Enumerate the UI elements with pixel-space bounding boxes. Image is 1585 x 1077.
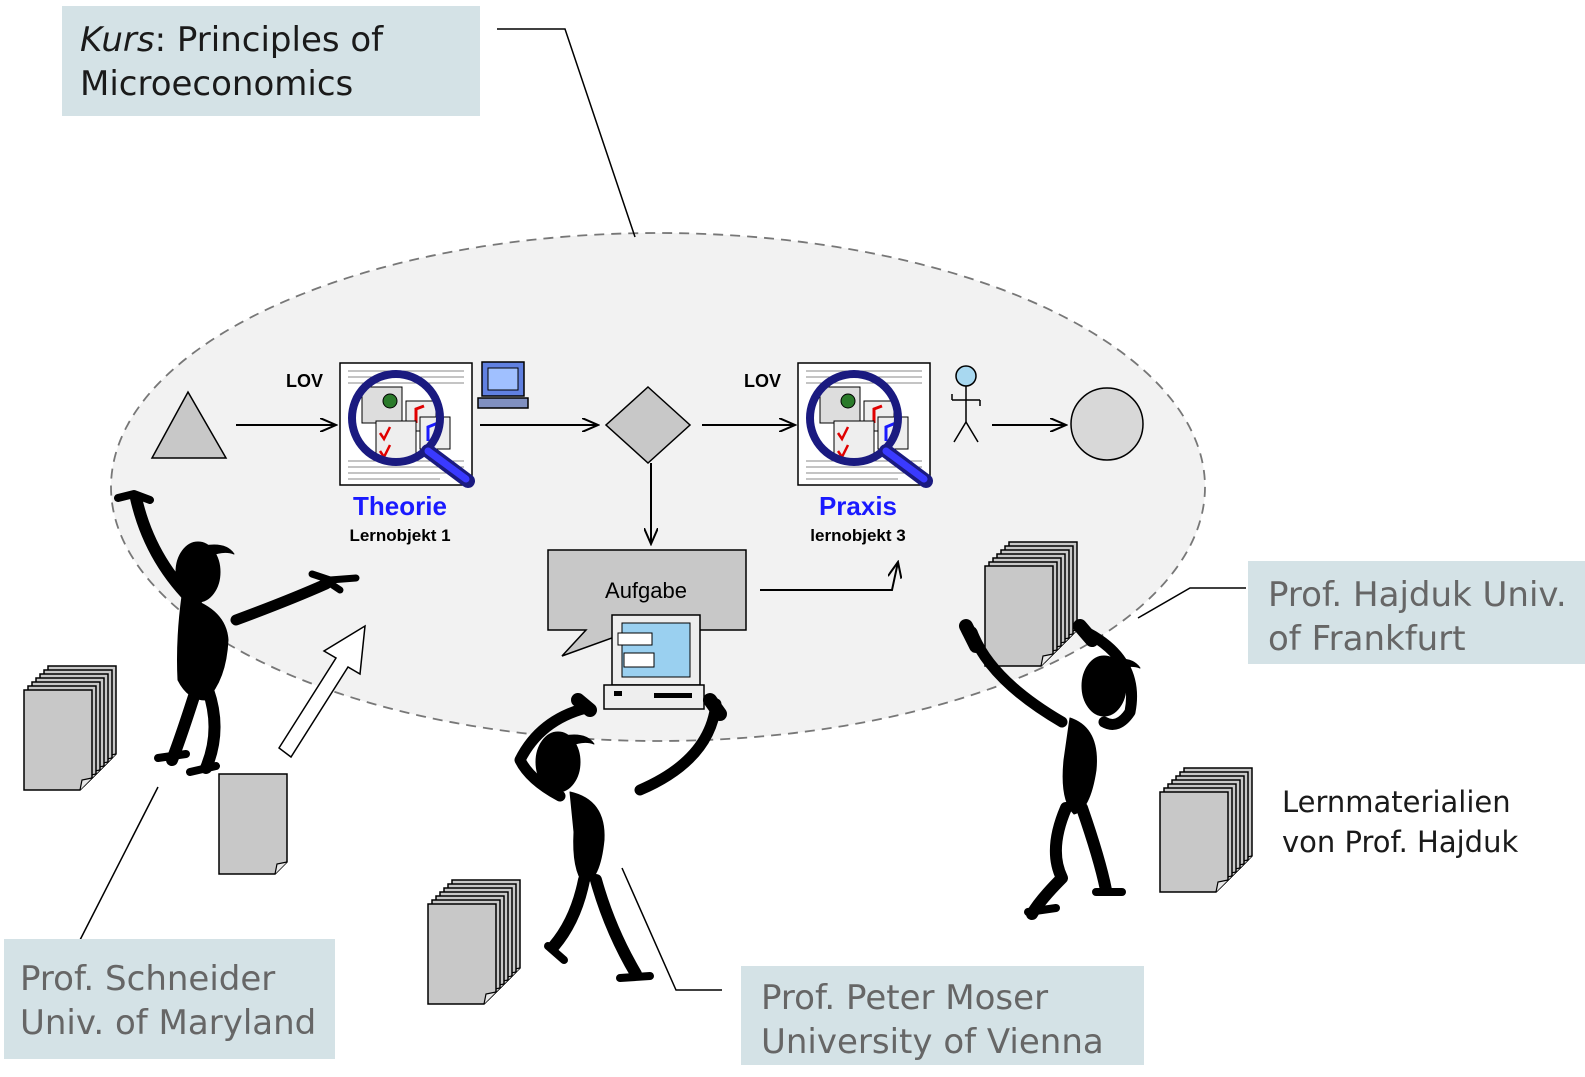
schneider-label-box: Prof. Schneider Univ. of Maryland: [4, 939, 335, 1059]
schneider-leader-line: [79, 786, 159, 941]
doc-stack-center: [428, 880, 520, 1004]
materials-line2: von Prof. Hajduk: [1282, 825, 1519, 859]
computer-icon: [477, 361, 529, 409]
figure-moser: [514, 693, 727, 982]
theory-subtitle: Lernobjekt 1: [349, 526, 450, 545]
task-label: Aufgabe: [605, 578, 687, 603]
hajduk-line2: of Frankfurt: [1268, 619, 1466, 659]
materials-caption: Lernmaterialien von Prof. Hajduk: [1282, 782, 1518, 862]
start-triangle: [150, 390, 228, 459]
end-circle: [1070, 387, 1144, 461]
moser-line2: University of Vienna: [761, 1022, 1104, 1062]
hajduk-label-box: Prof. Hajduk Univ. of Frankfurt: [1248, 561, 1585, 664]
decision-diamond: [604, 385, 692, 465]
course-prefix: Kurs: [80, 20, 155, 60]
actor-icon: [951, 365, 981, 443]
schneider-line1: Prof. Schneider: [20, 959, 276, 999]
arrow-task-to-practice: [760, 562, 898, 591]
practice-subtitle: lernobjekt 3: [810, 526, 905, 545]
lov-right-label: LOV: [744, 371, 781, 391]
course-separator: :: [154, 20, 177, 60]
course-ellipse: [110, 232, 1206, 742]
materials-line1: Lernmaterialien: [1282, 785, 1511, 819]
schneider-line2: Univ. of Maryland: [20, 1003, 317, 1043]
hajduk-leader-line: [1137, 587, 1246, 619]
hajduk-line1: Prof. Hajduk Univ.: [1268, 575, 1567, 615]
figure-hajduk: [959, 619, 1141, 920]
theory-learning-object: [340, 363, 472, 485]
moser-label-box: Prof. Peter Moser University of Vienna: [741, 966, 1144, 1065]
doc-single-left: [218, 773, 288, 875]
task-computer: [603, 614, 705, 710]
figure-schneider: [114, 490, 360, 776]
practice-title: Praxis: [819, 491, 897, 521]
course-label-box: Kurs: Principles of Microeconomics: [62, 6, 480, 116]
doc-stack-hajduk-bottom: [1160, 768, 1252, 892]
course-title-part1: Principles of: [176, 20, 384, 60]
doc-stack-left: [24, 666, 116, 790]
practice-learning-object: [798, 363, 930, 485]
moser-line1: Prof. Peter Moser: [761, 978, 1049, 1018]
moser-leader-line: [621, 867, 722, 991]
theory-title: Theorie: [353, 491, 447, 521]
upload-arrow: [277, 624, 366, 759]
course-leader-line: [497, 28, 636, 238]
lov-left-label: LOV: [286, 371, 323, 391]
course-title-line2: Microeconomics: [80, 64, 354, 104]
course-title-line1: Kurs: Principles of: [80, 18, 480, 62]
